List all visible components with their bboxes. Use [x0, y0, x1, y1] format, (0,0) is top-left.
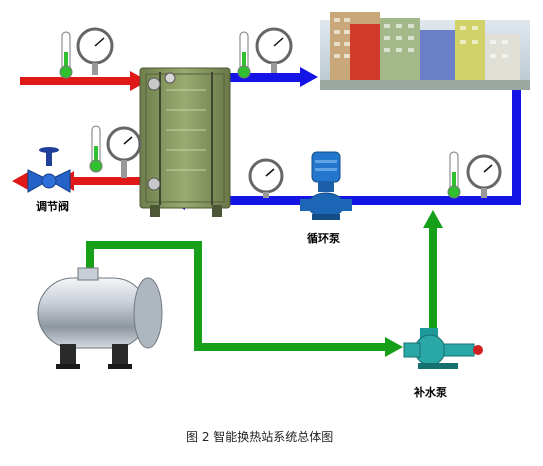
pressure-gauge-icon — [76, 27, 114, 75]
water-tank — [37, 267, 163, 369]
pressure-gauge-icon — [106, 126, 142, 178]
figure-caption: 图 2 智能换热站系统总体图 — [186, 430, 334, 444]
thermometer-icon — [447, 151, 461, 199]
pressure-gauge-icon — [255, 27, 293, 73]
thermometer-icon — [59, 31, 73, 79]
circulation-pump — [300, 151, 352, 220]
makeup-pump-label: 补水泵 — [414, 386, 447, 399]
valve-label: 调节阀 — [36, 200, 69, 213]
makeup-water-pump — [403, 328, 483, 369]
plate-heat-exchanger — [139, 67, 231, 217]
thermometer-icon — [89, 125, 103, 173]
makeup-water-pipe — [86, 210, 443, 357]
regulating-valve — [27, 147, 71, 193]
pressure-gauge-icon — [248, 158, 284, 198]
blue-supply-pipe — [165, 67, 318, 87]
circulation-pump-label: 循环泵 — [307, 232, 340, 245]
pressure-gauge-icon — [466, 154, 502, 198]
hot-supply-pipe — [20, 71, 148, 91]
residential-buildings — [320, 12, 530, 90]
thermometer-icon — [237, 31, 251, 79]
